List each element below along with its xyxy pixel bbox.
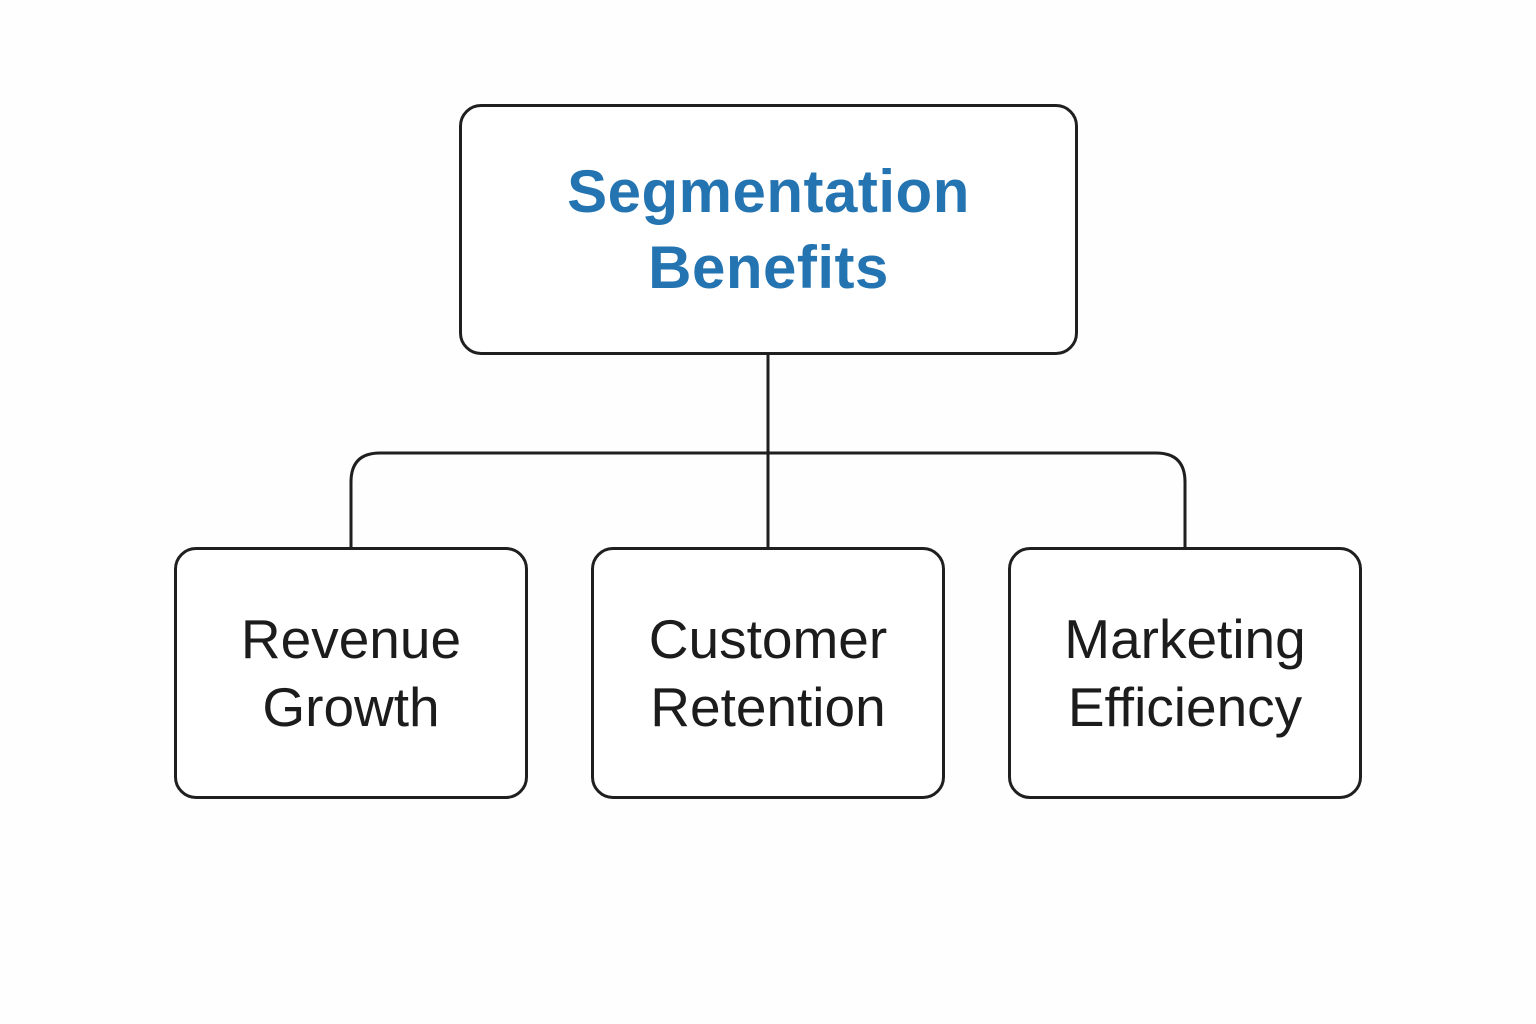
child-node-customer-retention: Customer Retention xyxy=(591,547,945,799)
root-node-segmentation-benefits: Segmentation Benefits xyxy=(459,104,1078,355)
child-1-label-line-2: Growth xyxy=(262,676,440,738)
root-title-line-2: Benefits xyxy=(648,233,889,301)
child-3-label-line-1: Marketing xyxy=(1064,608,1306,670)
child-2-label-line-2: Retention xyxy=(650,676,886,738)
child-node-marketing-efficiency: Marketing Efficiency xyxy=(1008,547,1362,799)
child-2-label-line-1: Customer xyxy=(648,608,888,670)
root-title-line-1: Segmentation xyxy=(567,157,970,225)
child-3-label-line-2: Efficiency xyxy=(1067,676,1303,738)
child-1-label-line-1: Revenue xyxy=(240,608,462,670)
child-node-revenue-growth: Revenue Growth xyxy=(174,547,528,799)
